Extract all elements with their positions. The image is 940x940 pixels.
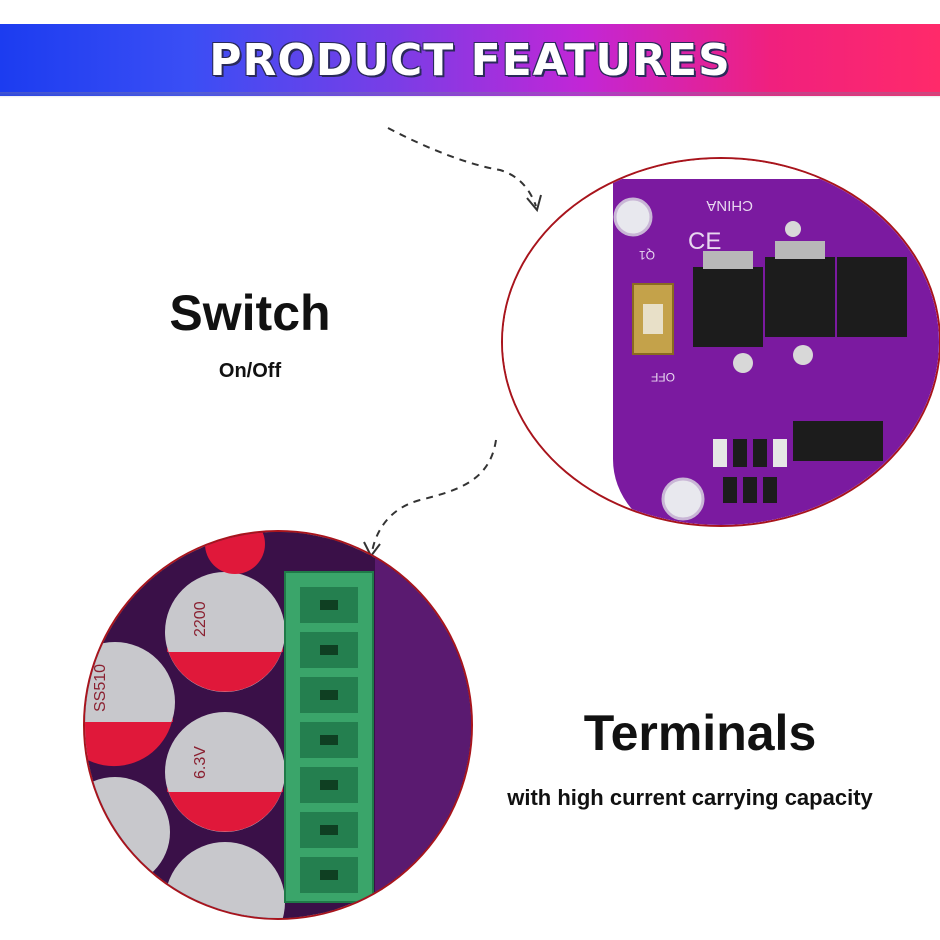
mosfet-tab xyxy=(703,251,753,269)
pcb-terminal-image: 2200 6.3V SS510 xyxy=(85,532,471,918)
terminals-title: Terminals xyxy=(583,705,817,761)
smd-component xyxy=(713,439,727,467)
terminal-pins xyxy=(320,600,338,880)
smd-component xyxy=(733,439,747,467)
pcb-switch-image: CHINA CE Q1 OFF xyxy=(503,159,939,525)
switch-closeup-circle: CHINA CE Q1 OFF xyxy=(501,157,940,527)
smd-component xyxy=(723,477,737,503)
pcb-q1-label: Q1 xyxy=(639,248,655,262)
svg-text:6.3V: 6.3V xyxy=(192,746,209,779)
svg-text:2200: 2200 xyxy=(192,601,209,637)
switch-title: Switch xyxy=(169,285,331,341)
mosfet-chip xyxy=(693,267,763,347)
mosfet-chip xyxy=(765,257,835,337)
ic-chip xyxy=(793,421,883,461)
arrow-to-terminal xyxy=(371,439,497,553)
capacitor: SS510 xyxy=(85,642,175,767)
screw-pad xyxy=(793,345,813,365)
terminals-subtitle: with high current carrying capacity xyxy=(507,785,873,810)
mosfet-chip xyxy=(837,257,907,337)
screw-pad xyxy=(785,221,801,237)
mounting-hole xyxy=(613,197,653,237)
arrow-head-switch xyxy=(526,194,542,213)
banner-shadow xyxy=(0,92,940,98)
mosfet-tab xyxy=(775,241,825,259)
capacitor: 6.3V xyxy=(165,712,285,832)
arrow-to-switch xyxy=(387,127,537,207)
switch-subtitle: On/Off xyxy=(218,360,282,382)
pcb-china-label: CHINA xyxy=(706,197,753,214)
slide-switch-knob xyxy=(643,304,663,334)
smd-component xyxy=(763,477,777,503)
header-banner xyxy=(0,24,940,96)
banner-title: PRODUCT FEATURES xyxy=(209,34,731,86)
screw-pad xyxy=(733,353,753,373)
pcb-ce-mark: CE xyxy=(688,228,721,255)
smd-component xyxy=(753,439,767,467)
terminal-closeup-circle: 2200 6.3V SS510 xyxy=(83,530,473,920)
smd-component xyxy=(743,477,757,503)
capacitor: 2200 xyxy=(165,572,285,692)
svg-text:SS510: SS510 xyxy=(92,664,109,712)
smd-component xyxy=(773,439,787,467)
mounting-hole xyxy=(661,477,705,521)
pcb-off-label: OFF xyxy=(651,370,675,384)
capacitor-top xyxy=(205,532,265,574)
